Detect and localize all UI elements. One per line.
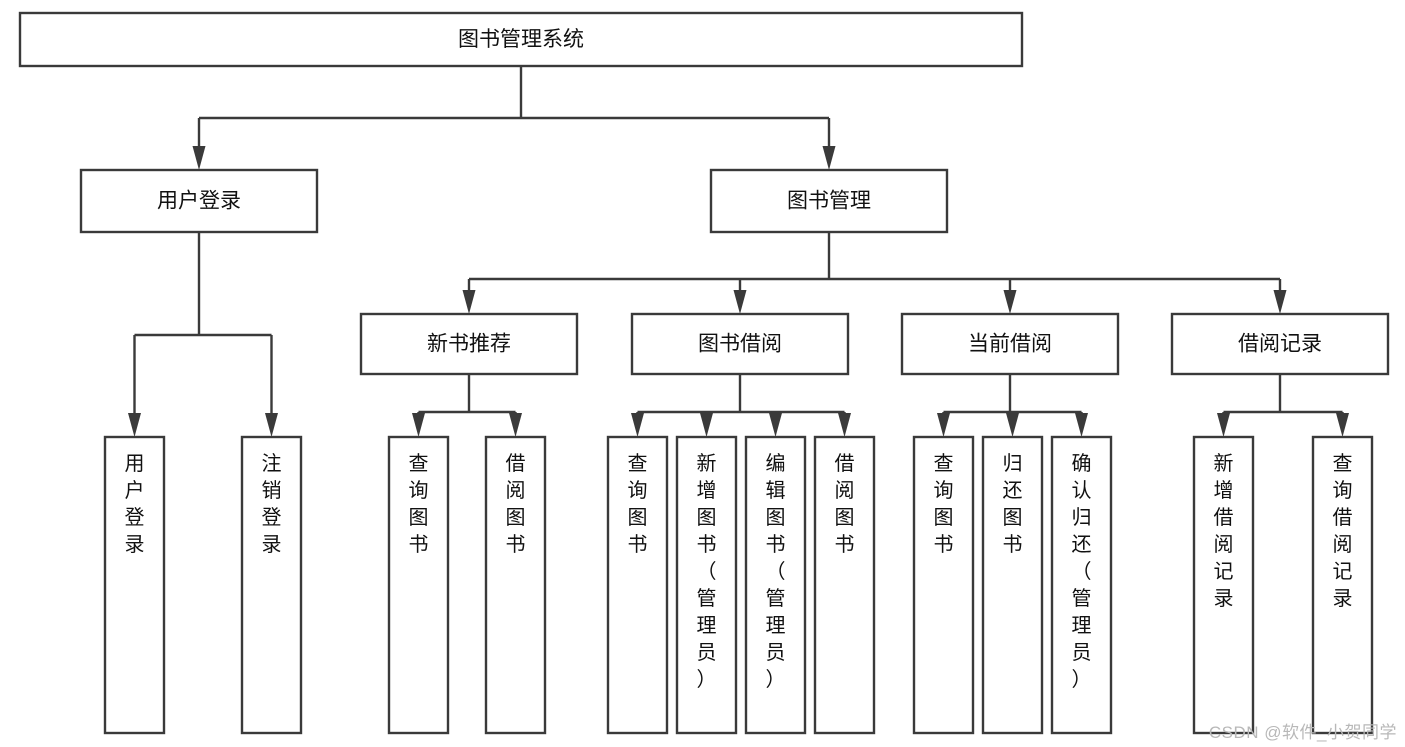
node-leaf-user-login-label: 用户登录	[125, 453, 145, 556]
node-leaf-query-book-2[interactable]: 查询图书	[606, 435, 669, 735]
node-leaf-query-book-1[interactable]: 查询图书	[387, 435, 450, 735]
node-user-login-box	[79, 168, 319, 234]
node-book-manage-box	[709, 168, 949, 234]
node-new-book-rec-label: 新书推荐	[427, 333, 511, 356]
node-leaf-query-record-box	[1311, 435, 1374, 735]
node-leaf-user-logout[interactable]: 注销登录	[240, 435, 303, 735]
node-root-system[interactable]: 图书管理系统	[18, 11, 1024, 68]
node-leaf-return-book-label: 归还图书	[1003, 452, 1023, 556]
arrow-to-leaf-query-book-1	[412, 413, 425, 437]
arrow-to-user-login	[192, 146, 206, 170]
arrow-to-leaf-user-login	[128, 413, 141, 437]
node-book-borrow-box	[630, 312, 850, 376]
node-root-system-label: 图书管理系统	[458, 28, 584, 51]
node-leaf-return-book-box	[981, 435, 1044, 735]
arrow-to-leaf-add-record	[1217, 413, 1230, 437]
node-leaf-query-record[interactable]: 查询借阅记录	[1311, 435, 1374, 735]
node-leaf-query-book-2-box	[606, 435, 669, 735]
node-leaf-borrow-book-1-label: 借阅图书	[506, 452, 526, 556]
node-leaf-confirm-return-label: 确认归还（管理员）	[1072, 452, 1092, 691]
node-book-borrow[interactable]: 图书借阅	[630, 312, 850, 376]
arrow-to-leaf-confirm-return	[1075, 413, 1088, 437]
node-leaf-query-book-1-box	[387, 435, 450, 735]
node-book-manage[interactable]: 图书管理	[709, 168, 949, 234]
arrow-to-leaf-query-book-3	[937, 413, 950, 437]
node-leaf-add-book-label: 新增图书（管理员）	[697, 452, 717, 691]
node-leaf-edit-book-label: 编辑图书（管理员）	[766, 452, 786, 691]
arrow-to-leaf-return-book	[1006, 413, 1019, 437]
arrow-to-leaf-query-record	[1336, 413, 1349, 437]
arrow-to-leaf-user-logout	[265, 413, 278, 437]
arrow-to-leaf-edit-book	[769, 413, 782, 437]
node-leaf-query-book-3-box	[912, 435, 975, 735]
node-leaf-confirm-return-box	[1050, 435, 1113, 735]
node-root-system-box	[18, 11, 1024, 68]
node-leaf-user-logout-label: 注销登录	[262, 452, 282, 556]
node-new-book-rec[interactable]: 新书推荐	[359, 312, 579, 376]
node-leaf-query-book-3-label: 查询图书	[934, 452, 954, 556]
arrow-to-new-book-rec	[462, 290, 476, 314]
arrow-to-leaf-add-book	[700, 413, 713, 437]
node-current-borrow-label: 当前借阅	[968, 333, 1052, 356]
arrow-to-book-borrow	[733, 290, 747, 314]
node-leaf-user-login[interactable]: 用户登录	[103, 435, 166, 735]
node-leaf-return-book[interactable]: 归还图书	[981, 435, 1044, 735]
node-borrow-record-box	[1170, 312, 1390, 376]
arrow-to-leaf-borrow-book-1	[509, 413, 522, 437]
node-leaf-add-record-box	[1192, 435, 1255, 735]
arrow-to-leaf-query-book-2	[631, 413, 644, 437]
node-leaf-borrow-book-1[interactable]: 借阅图书	[484, 435, 547, 735]
node-leaf-confirm-return[interactable]: 确认归还（管理员）	[1050, 435, 1113, 735]
node-book-manage-label: 图书管理	[787, 190, 871, 213]
arrow-to-book-manage	[822, 146, 836, 170]
node-leaf-edit-book-box	[744, 435, 807, 735]
node-leaf-query-record-label: 查询借阅记录	[1333, 452, 1353, 610]
node-user-login[interactable]: 用户登录	[79, 168, 319, 234]
arrow-to-leaf-borrow-book-2	[838, 413, 851, 437]
node-layer: 图书管理系统用户登录图书管理新书推荐图书借阅当前借阅借阅记录用户登录注销登录查询…	[18, 11, 1390, 735]
node-leaf-borrow-book-2[interactable]: 借阅图书	[813, 435, 876, 735]
arrow-to-current-borrow	[1003, 290, 1017, 314]
node-leaf-borrow-book-1-box	[484, 435, 547, 735]
node-leaf-user-login-box	[103, 435, 166, 735]
node-leaf-user-logout-box	[240, 435, 303, 735]
node-leaf-query-book-3[interactable]: 查询图书	[912, 435, 975, 735]
node-current-borrow-box	[900, 312, 1120, 376]
node-leaf-query-book-1-label: 查询图书	[409, 452, 429, 556]
node-leaf-borrow-book-2-box	[813, 435, 876, 735]
node-book-borrow-label: 图书借阅	[698, 333, 782, 356]
node-borrow-record-label: 借阅记录	[1238, 333, 1322, 356]
node-leaf-borrow-book-2-label: 借阅图书	[835, 452, 855, 556]
node-borrow-record[interactable]: 借阅记录	[1170, 312, 1390, 376]
node-leaf-add-book[interactable]: 新增图书（管理员）	[675, 435, 738, 735]
node-user-login-label: 用户登录	[157, 190, 241, 213]
node-leaf-edit-book[interactable]: 编辑图书（管理员）	[744, 435, 807, 735]
node-leaf-add-book-box	[675, 435, 738, 735]
arrow-to-borrow-record	[1273, 290, 1287, 314]
node-new-book-rec-box	[359, 312, 579, 376]
connector-layer	[128, 66, 1349, 437]
node-leaf-add-record[interactable]: 新增借阅记录	[1192, 435, 1255, 735]
node-leaf-query-book-2-label: 查询图书	[628, 452, 648, 556]
node-current-borrow[interactable]: 当前借阅	[900, 312, 1120, 376]
node-leaf-add-record-label: 新增借阅记录	[1214, 452, 1234, 610]
